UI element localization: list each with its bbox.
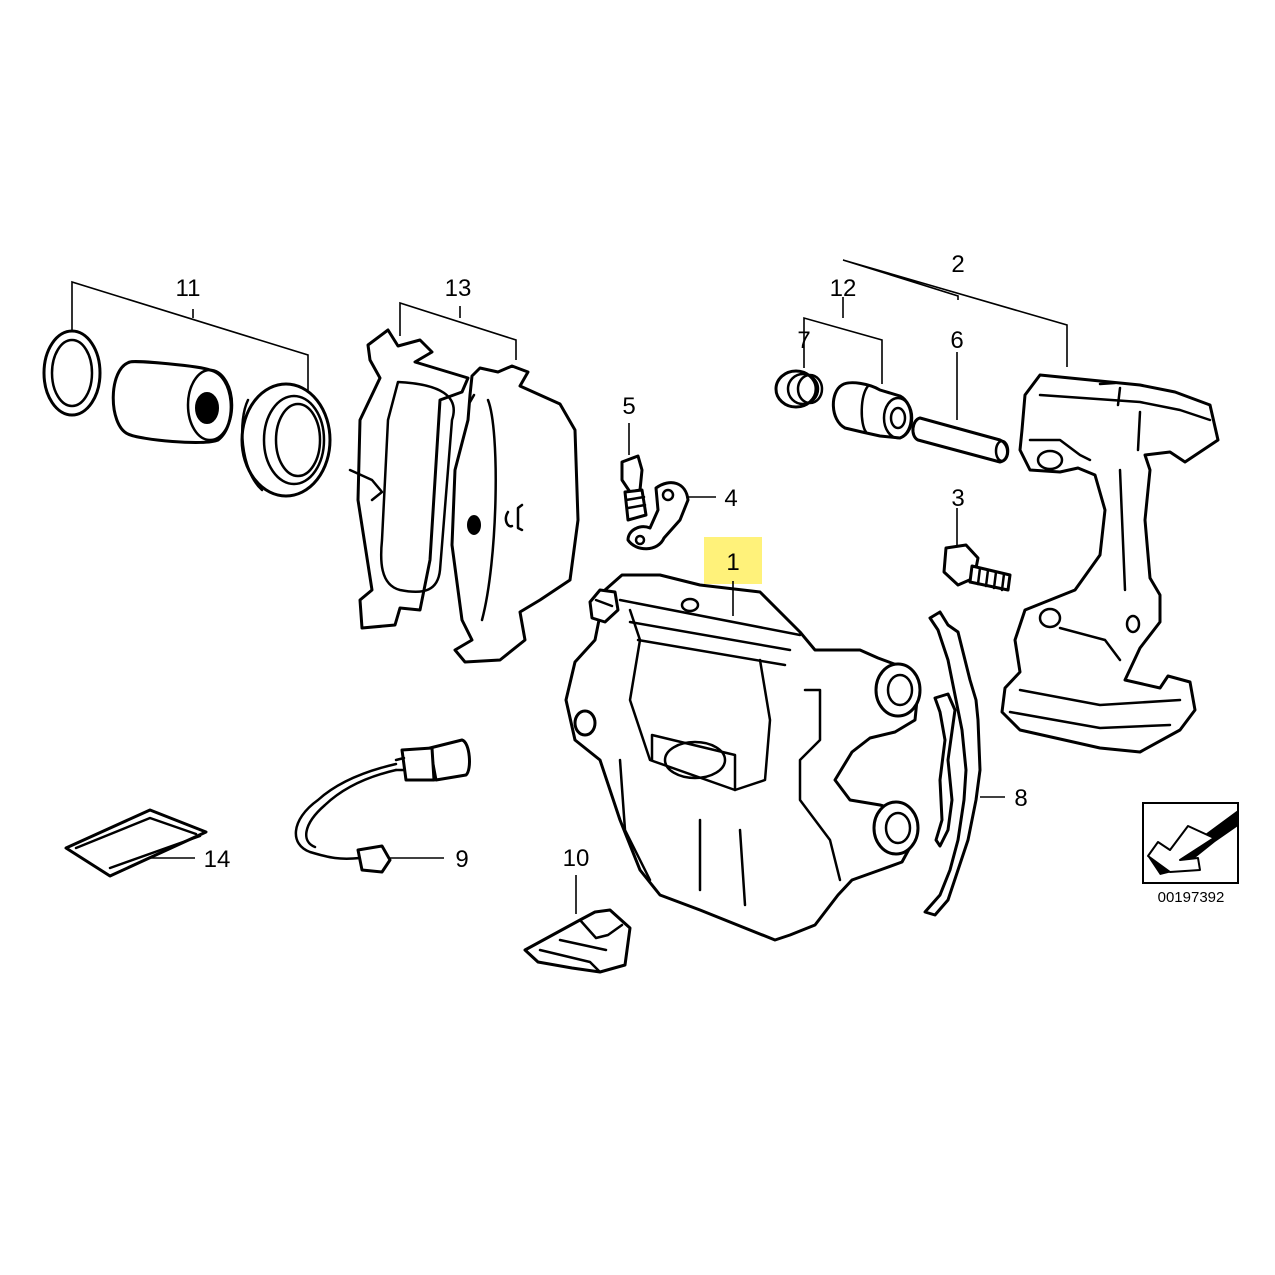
part-13-brake-pads[interactable] (348, 328, 580, 664)
callout-6: 6 (950, 327, 963, 354)
part-3-bolt[interactable] (942, 543, 1012, 592)
part-12-guide-bushing[interactable] (831, 381, 914, 440)
part-5-bleeder-screw[interactable] (620, 454, 648, 522)
callout-7: 7 (797, 327, 810, 354)
part-1-caliper-housing[interactable] (564, 573, 922, 942)
callout-12: 12 (830, 275, 857, 302)
callout-14: 14 (204, 846, 231, 873)
callout-11: 11 (176, 275, 201, 302)
part-9-wear-sensor[interactable] (294, 738, 471, 874)
callout-5: 5 (622, 393, 635, 420)
callout-1: 1 (726, 549, 739, 576)
diagram-number: 00197392 (1158, 889, 1225, 906)
callout-1-highlight (704, 537, 762, 584)
part-6-guide-pin[interactable] (911, 416, 1010, 464)
callout-4: 4 (724, 485, 737, 512)
part-7-dust-boot[interactable] (774, 369, 824, 409)
callout-labels: 1 2 3 4 5 6 7 8 9 10 11 12 13 14 (176, 251, 1028, 873)
arrow-direction-icon (1142, 802, 1239, 884)
part-4-bracket[interactable] (626, 481, 690, 551)
callout-10: 10 (563, 845, 590, 872)
callout-13: 13 (445, 275, 472, 302)
part-11-piston-kit[interactable] (42, 329, 332, 498)
callout-3: 3 (951, 485, 964, 512)
part-2-caliper-carrier[interactable] (1000, 373, 1220, 754)
part-10-clip[interactable] (523, 908, 632, 974)
part-14-grease-packet[interactable] (64, 808, 208, 878)
callout-8: 8 (1014, 785, 1027, 812)
callout-2: 2 (951, 251, 964, 278)
callout-9: 9 (455, 846, 468, 873)
part-8-anti-rattle-spring[interactable] (923, 610, 982, 917)
